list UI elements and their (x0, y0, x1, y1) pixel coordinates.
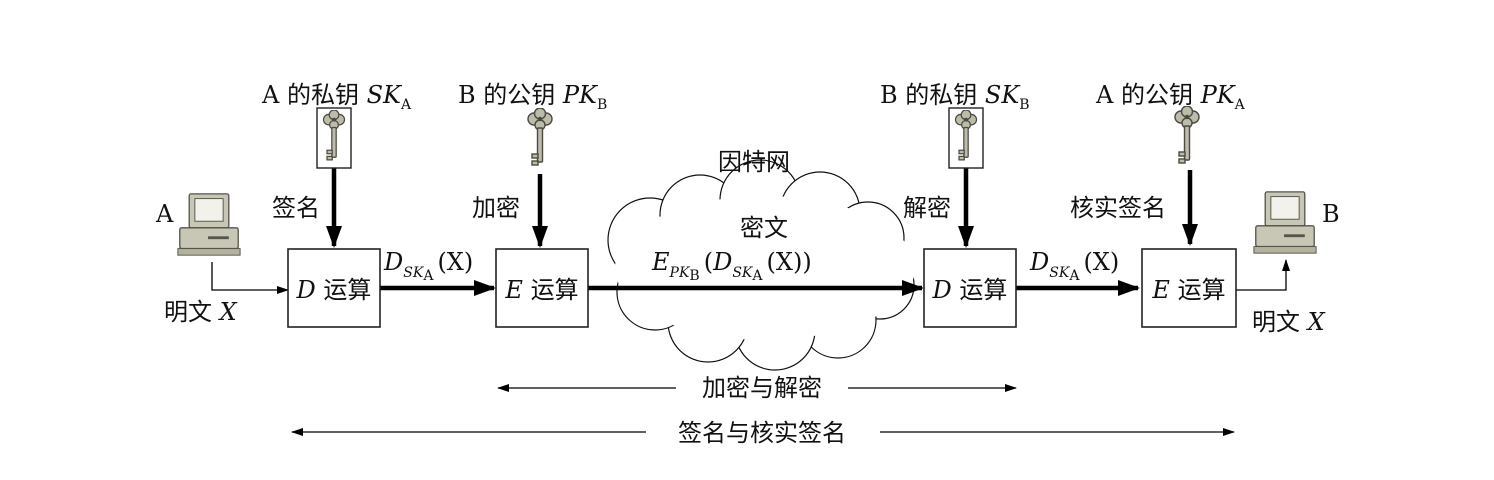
formula-signed-left: DSKA(X) (383, 248, 473, 284)
span-enc-dec-label: 加密与解密 (702, 374, 822, 402)
ciphertext-label: 密文 (740, 214, 788, 242)
plaintext-right: 明文 X (1252, 308, 1326, 336)
internet-cloud (607, 159, 915, 371)
key-label-a-private: A 的私钥 SKA (261, 81, 412, 113)
box-e2: E 运算 (1141, 248, 1237, 328)
span-sign-verify-label: 签名与核实签名 (678, 419, 846, 447)
key-label-b-private: B 的私钥 SKB (880, 81, 1030, 113)
key-label-a-public: A 的公钥 PKA (1095, 81, 1246, 113)
span-enc-dec: 加密与解密 (497, 374, 1017, 402)
private-key-b-icon (948, 107, 984, 169)
host-a-label: A (155, 200, 174, 228)
public-key-a-icon (1174, 106, 1200, 164)
internet-label: 因特网 (718, 148, 790, 176)
verify-label: 核实签名 (1070, 194, 1166, 222)
sign-label: 签名 (272, 194, 320, 222)
public-key-b-icon (527, 108, 553, 166)
key-arrows (326, 168, 1198, 248)
decrypt-label: 解密 (903, 194, 951, 222)
svg-text:E 运算: E 运算 (504, 276, 578, 304)
svg-text:D 运算: D 运算 (296, 276, 372, 304)
private-key-a-icon (316, 107, 352, 169)
host-b-label: B (1322, 200, 1340, 228)
e2-to-plaintext-arrow (1236, 259, 1290, 291)
box-d2: D 运算 (923, 248, 1017, 328)
box-d1: D 运算 (287, 248, 381, 328)
box-e1: E 运算 (495, 248, 589, 328)
data-flow (211, 259, 1290, 296)
formula-ciphertext: EPKB(DSKA(X)) (651, 248, 812, 284)
encrypt-label: 加密 (472, 194, 520, 222)
computer-b-icon (1253, 191, 1317, 254)
svg-text:E 运算: E 运算 (1151, 276, 1225, 304)
plaintext-to-d1-arrow (211, 262, 289, 294)
span-sign-verify: 签名与核实签名 (291, 419, 1235, 447)
key-label-b-public: B 的公钥 PKB (458, 81, 607, 113)
computer-a-icon (177, 193, 241, 256)
formula-signed-right: DSKA(X) (1029, 248, 1119, 284)
plaintext-left: 明文 X (164, 298, 238, 326)
svg-text:D 运算: D 运算 (932, 276, 1008, 304)
